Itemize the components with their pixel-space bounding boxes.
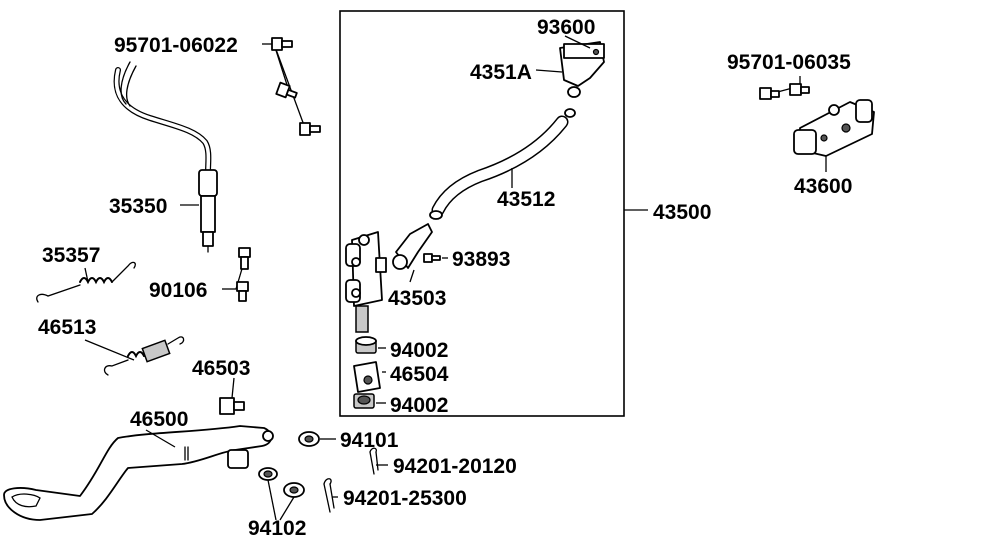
reservoir-93600 (535, 35, 605, 118)
valve-43600 (793, 99, 875, 172)
hose-43512 (429, 115, 569, 220)
label-95701-06035: 95701-06035 (727, 51, 851, 74)
label-95701-06022: 95701-06022 (114, 34, 238, 57)
washer-94101 (298, 431, 336, 447)
bolt-icon (236, 281, 249, 302)
label-93893: 93893 (452, 248, 510, 271)
bolt-90106-group (222, 247, 251, 302)
bolt-icon (759, 87, 780, 100)
master-cylinder (345, 231, 387, 333)
label-43500: 43500 (653, 201, 711, 224)
label-46513: 46513 (38, 316, 96, 339)
pin-46503 (219, 377, 245, 415)
label-46503: 46503 (192, 357, 250, 380)
fitting-43503 (392, 223, 433, 283)
bolt-icon (275, 81, 298, 99)
label-4351A: 4351A (470, 61, 532, 84)
label-94101: 94101 (340, 429, 399, 452)
washer-94102-group (258, 467, 305, 521)
label-94201-25300: 94201-25300 (343, 487, 467, 510)
bolt-icon (238, 247, 251, 270)
label-43600: 43600 (794, 175, 852, 198)
label-46504: 46504 (390, 363, 449, 386)
assembly-43500-frame (339, 10, 625, 417)
bolt-icon (271, 37, 293, 51)
nut-94002-top (355, 336, 386, 354)
split-pin-94201-20120 (369, 447, 388, 475)
label-94002-bottom: 94002 (390, 394, 448, 417)
label-94102: 94102 (248, 517, 306, 540)
label-46500: 46500 (130, 408, 188, 431)
bolt-95701-06035-group (759, 76, 810, 100)
nut-94002-bottom (353, 393, 386, 409)
bolt-93893 (423, 253, 448, 263)
label-94002-top: 94002 (390, 339, 448, 362)
bolt-icon (789, 83, 810, 96)
label-35350: 35350 (109, 195, 167, 218)
split-pin-94201-25300 (323, 478, 338, 513)
spring-35357 (36, 261, 136, 303)
label-35357: 35357 (42, 244, 100, 267)
clevis-46504 (353, 361, 386, 393)
bolt-icon (299, 122, 321, 136)
label-43512: 43512 (497, 188, 555, 211)
brake-switch-35350 (113, 61, 218, 253)
label-93600: 93600 (537, 16, 595, 39)
brake-pedal-46500 (3, 425, 274, 521)
label-43503: 43503 (388, 287, 446, 310)
label-94201-20120: 94201-20120 (393, 455, 517, 478)
bolt-95701-06022-group (262, 37, 321, 136)
spring-46513 (84, 336, 185, 376)
label-90106: 90106 (149, 279, 207, 302)
